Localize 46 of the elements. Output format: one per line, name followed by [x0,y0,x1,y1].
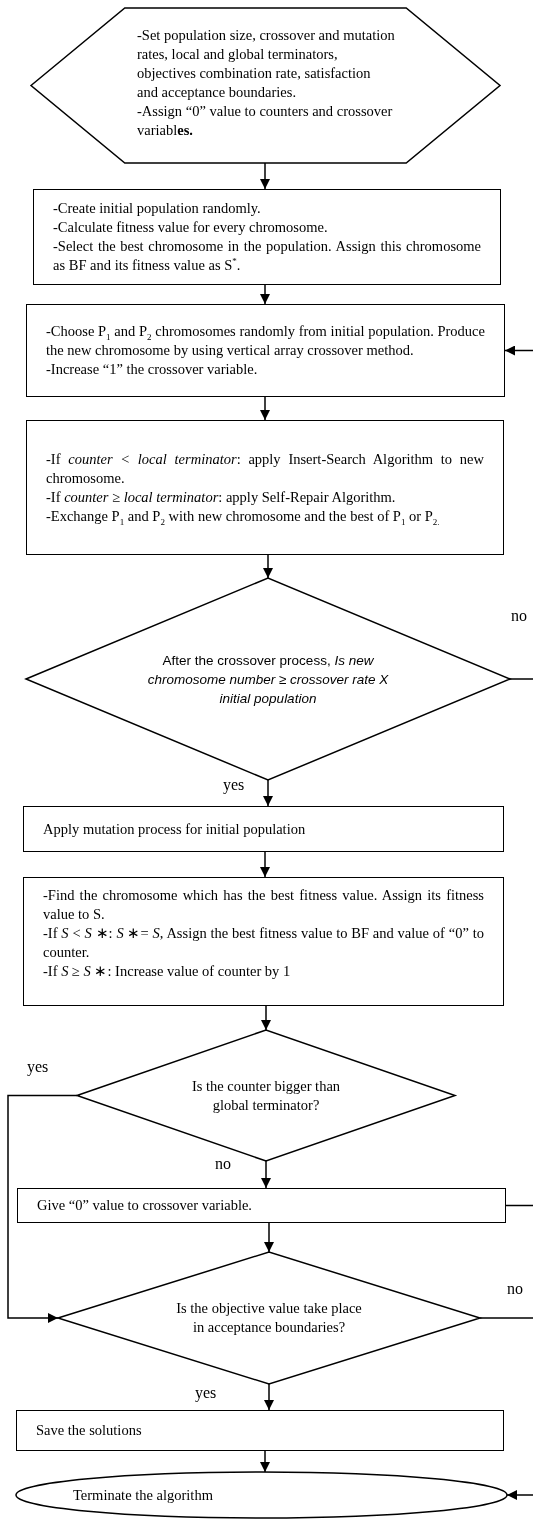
step-text: -Increase “1” the crossover variable. [46,360,259,379]
arrow [264,1383,274,1411]
step-text: Is the objective value take place in acceptance boundaries? [175,1299,363,1337]
arrow [264,1222,274,1253]
step-text: -If counter ≥ local terminator: apply Self-Repair Algorithm. [46,487,397,507]
process-box [26,420,504,555]
step-text: Terminate the algorithm [73,1485,213,1505]
process-box [23,806,504,852]
arrow [504,345,533,356]
step-text: -Set population size, crossover and mutation rates, local and global terminators, objectives combination rate, satisfaction and acceptance boundaries. [137,26,395,102]
arrow [260,162,270,190]
arrow [261,1005,271,1031]
step-text: -Find the chromosome which has the best fitness value. Assign its fitness value to S. [43,886,484,924]
process-box [16,1410,504,1451]
arrow [506,1490,533,1500]
arrow [260,396,270,421]
arrow [263,779,273,807]
decision-diamond [26,578,510,780]
arrow [263,554,273,579]
step-text: After the crossover process, Is new chromosome number ≥ crossover rate X initial population [146,651,390,708]
arrow [7,1094,78,1323]
step-text: Give “0” value to crossover variable. [37,1196,253,1215]
process-box [33,189,501,285]
arrow [260,1450,270,1473]
process-box [17,1188,506,1223]
step-text: -Create initial population randomly. [53,199,262,218]
arrow [261,1160,271,1189]
arrow [260,284,270,305]
decision-diamond [77,1030,455,1161]
step-text: Apply mutation process for initial population [43,819,307,839]
step-text: -Exchange P$_{1}$ and P$_{2}$ with new chromosome and the best of P$_{1}$ or P$_{2.}$ [46,506,441,526]
step-text: -If counter < local terminator: apply Insert-Search Algorithm to new chromosome. [46,449,484,488]
step-text: -If S < S ∗: S ∗= S, Assign the best fitness value to BF and value of “0” to counter. [43,924,484,962]
step-text: Is the counter bigger than global terminator? [190,1076,342,1115]
step-text: -Select the best chromosome in the population. Assign this chromosome as BF and its fitness value as S$^{*}$. [53,237,481,275]
process-box [23,877,504,1006]
terminator-ellipse [16,1472,507,1518]
step-text: -Assign “0” value to counters and crossover variables. [137,102,394,140]
arrow [260,851,270,878]
process-box [26,304,505,397]
step-text: -If S ≥ S ∗: Increase value of counter by 1 [43,962,292,981]
step-text: Save the solutions [36,1421,143,1440]
step-text: -Calculate fitness value for every chromosome. [53,218,329,237]
start-hexagon [31,8,500,163]
decision-diamond [58,1252,480,1384]
step-text: -Choose P$_{1}$ and P$_{2}$ chromosomes randomly from initial population. Produce the new chromosome by using vertical array crossover method. [46,322,485,360]
